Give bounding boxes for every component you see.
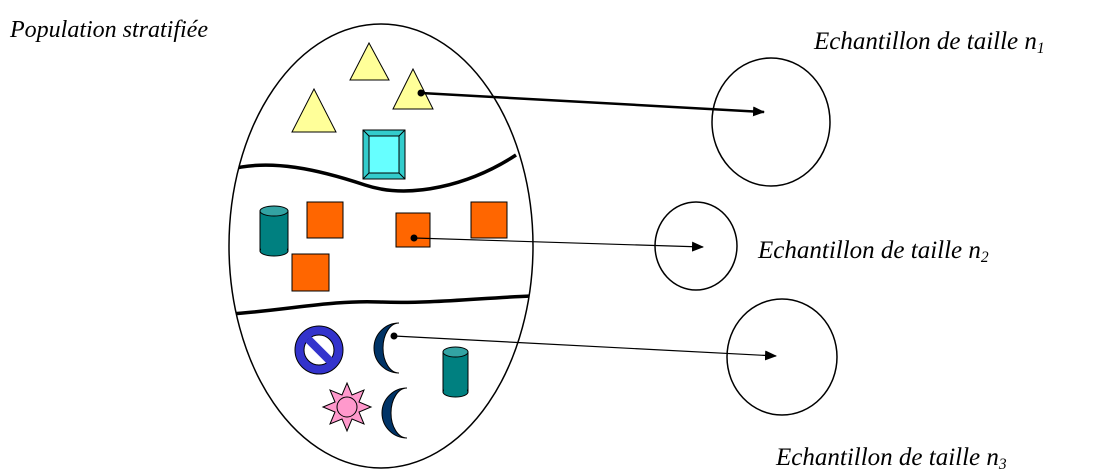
sun-shape xyxy=(321,381,373,433)
triangle-shape xyxy=(349,41,390,81)
sample-label-2-text: Echantillon de taille n xyxy=(758,237,981,264)
moon-shape xyxy=(373,322,400,374)
sample-circle-3 xyxy=(726,298,838,416)
triangle-shape xyxy=(291,87,337,133)
sample-label-1: Echantillon de taille n1 xyxy=(814,29,1045,56)
cylinder-shape xyxy=(259,205,289,257)
sample-circle-1 xyxy=(711,57,831,187)
sample-label-3: Echantillon de taille n3 xyxy=(776,445,1007,472)
sample-label-1-text: Echantillon de taille n xyxy=(814,28,1037,55)
bevel-square-shape xyxy=(362,129,406,180)
no-symbol-shape xyxy=(294,325,344,375)
triangle-shape xyxy=(392,67,434,110)
sample-label-3-subscript: 3 xyxy=(998,455,1007,473)
stratum-divider-1 xyxy=(229,153,517,193)
moon-shape xyxy=(381,387,408,439)
sample-label-3-text: Echantillon de taille n xyxy=(776,444,999,471)
sample-label-2: Echantillon de taille n2 xyxy=(758,238,989,265)
sample-label-2-subscript: 2 xyxy=(980,248,989,266)
stratum-divider-2 xyxy=(229,294,532,316)
population-title-text: Population stratifiée xyxy=(10,17,208,43)
sample-arrow-2 xyxy=(413,237,704,252)
sample-arrow-1 xyxy=(420,91,765,117)
cylinder-shape xyxy=(442,346,469,398)
population-title: Population stratifiée xyxy=(10,18,208,42)
square-shape xyxy=(395,212,431,248)
sample-label-1-subscript: 1 xyxy=(1036,39,1045,57)
square-shape xyxy=(470,201,508,239)
sample-arrow-3 xyxy=(393,335,777,361)
square-shape xyxy=(306,201,344,239)
square-shape xyxy=(291,253,330,292)
